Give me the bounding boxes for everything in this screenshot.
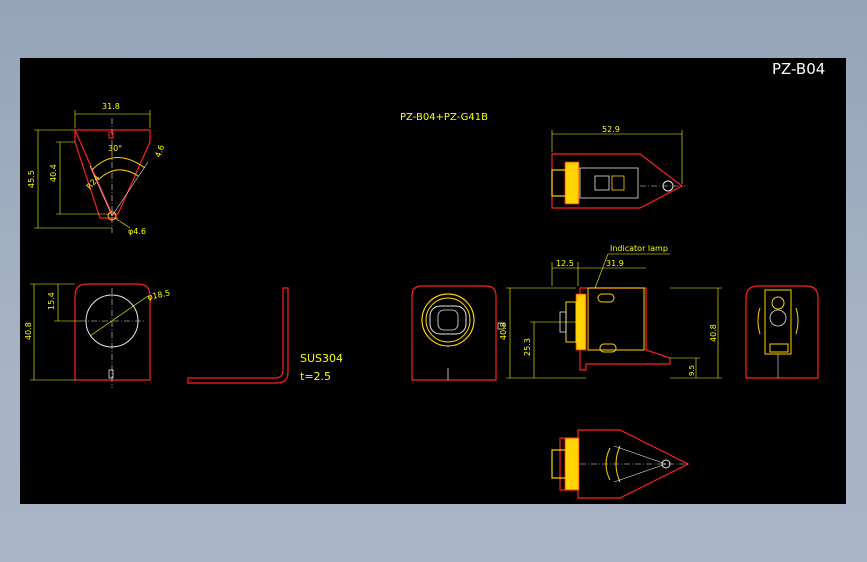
- dim-front-40-8: 40.8: [24, 322, 33, 340]
- assembly-side-view: Indicator lamp 12.5 31.9 40.8 25.3 40.8 …: [499, 244, 722, 379]
- indicator-lamp-callout: Indicator lamp: [610, 244, 668, 253]
- dim-radius: R24: [85, 173, 102, 191]
- material-label: SUS304: [300, 352, 343, 365]
- assembly-top-view: 52.9: [551, 125, 685, 209]
- dim-assy-40-8-right: 40.8: [709, 324, 718, 342]
- dim-angle: 30°: [108, 144, 122, 153]
- dim-assy-9-5: 9.5: [688, 365, 696, 376]
- assembly-end-view: [745, 285, 819, 379]
- dim-side-4-6: 4.6: [153, 144, 166, 159]
- dim-assy-31-9: 31.9: [606, 259, 624, 268]
- bracket-profile-view: SUS304 t=2.5: [187, 287, 343, 384]
- dim-assy-40-8-left: 40.8: [499, 322, 508, 340]
- dim-assy-25-3: 25.3: [523, 338, 532, 356]
- assembly-title: PZ-B04+PZ-G41B: [400, 112, 488, 123]
- drawing-svg: PZ-B04 PZ-B04+PZ-G41B 31.8 45.5 40.4 30°…: [24, 60, 825, 499]
- dim-height-45-5: 45.5: [27, 170, 36, 188]
- assembly-front-view: [411, 285, 505, 381]
- sheet-title: PZ-B04: [772, 60, 825, 78]
- dim-front-15-4: 15.4: [47, 292, 56, 310]
- dim-phi-18-5: φ18.5: [147, 288, 171, 302]
- bracket-side-view: 31.8 45.5 40.4 30° 4.6 R24 φ4.6: [27, 102, 166, 236]
- dim-assy-top-52-9: 52.9: [602, 125, 620, 134]
- dim-hole-dia: φ4.6: [128, 227, 146, 236]
- assembly-bottom-view: [551, 429, 690, 499]
- dim-assy-12-5: 12.5: [556, 259, 574, 268]
- bracket-front-view: φ18.5 15.4 40.8: [24, 283, 171, 388]
- dim-height-40-4: 40.4: [49, 164, 58, 182]
- thickness-label: t=2.5: [300, 370, 331, 383]
- dim-top-width: 31.8: [102, 102, 120, 111]
- cad-drawing-canvas: PZ-B04 PZ-B04+PZ-G41B 31.8 45.5 40.4 30°…: [20, 58, 846, 504]
